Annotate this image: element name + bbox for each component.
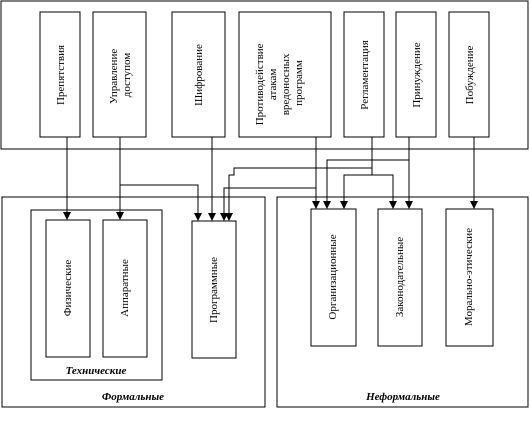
line-reglamentatsiya-bus: [229, 137, 373, 176]
means-organizatsionnye: Организационные: [310, 208, 357, 347]
method-prinuzhdenie: Принуждение: [395, 11, 437, 138]
group-label-formal: Формальные: [102, 391, 164, 403]
group-label-technical: Технические: [66, 365, 127, 377]
means-label: Организационные: [327, 234, 339, 319]
means-fizicheskie: Физические: [45, 219, 91, 358]
method-protivodeystvie: Противодействие атакам вредоносных прогр…: [238, 11, 332, 138]
method-upravlenie: Управление доступом: [92, 11, 147, 138]
method-label-line2: доступом: [121, 53, 133, 98]
method-prepyatstviya: Препятствия: [39, 11, 81, 138]
means-moralno: Морально-этические: [445, 208, 494, 347]
method-label-line4: программ: [293, 60, 305, 106]
arrow-reglamentatsiya-zakonodatelnye: [372, 174, 397, 209]
means-programmnye: Программные: [191, 220, 237, 359]
means-label: Морально-этические: [463, 228, 475, 326]
method-label-line2: атакам: [267, 69, 279, 100]
means-label: Программные: [208, 257, 220, 323]
group-label-informal: Неформальные: [365, 391, 440, 403]
means-label: Физические: [62, 260, 74, 317]
method-label: Препятствия: [55, 45, 67, 105]
method-label: Принуждение: [411, 42, 423, 107]
method-label-line1: Противодействие: [254, 43, 266, 125]
arrow-upravlenie-programmnye: [120, 184, 202, 221]
method-label: Побуждение: [464, 46, 476, 105]
means-zakonodatelnye: Законодательные: [377, 208, 423, 347]
arrow-prinuzhdenie-organizatsionnye: [323, 150, 410, 209]
method-pobuzhdenie: Побуждение: [448, 11, 490, 138]
arrow-protivodeystvie-programmnye: [220, 187, 316, 221]
method-label: Управление доступом: [108, 46, 133, 104]
method-reglamentatsiya: Регламентация: [343, 11, 385, 138]
method-label: Регламентация: [359, 40, 371, 110]
means-label: Аппаратные: [119, 259, 131, 317]
method-label-line1: Управление: [108, 49, 120, 104]
method-label: Противодействие атакам вредоносных прогр…: [254, 41, 305, 126]
method-label: Шифрование: [193, 44, 205, 106]
method-label-line3: вредоносных: [280, 53, 292, 115]
method-shifrovanie: Шифрование: [171, 11, 226, 138]
arrow-reglamentatsiya-organizatsionnye: [340, 168, 373, 209]
means-label: Законодательные: [394, 237, 406, 317]
means-apparatnye: Аппаратные: [102, 219, 148, 358]
